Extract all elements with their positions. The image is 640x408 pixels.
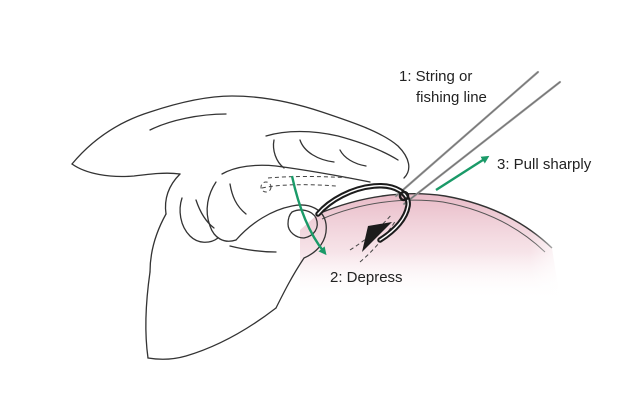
skin-surface [300,190,570,300]
fish-hook [315,183,411,252]
depress-label: 2: Depress [330,269,403,286]
fishing-line-edge [395,71,561,205]
pull-arrow [435,155,490,192]
depress-arrow [290,175,327,256]
pull-label: 3: Pull sharply [497,156,592,173]
string-label-line-1: 1: String or [399,68,473,85]
embedded-hook-dashed [260,176,397,263]
string-label-line-2: fishing line [416,89,487,106]
